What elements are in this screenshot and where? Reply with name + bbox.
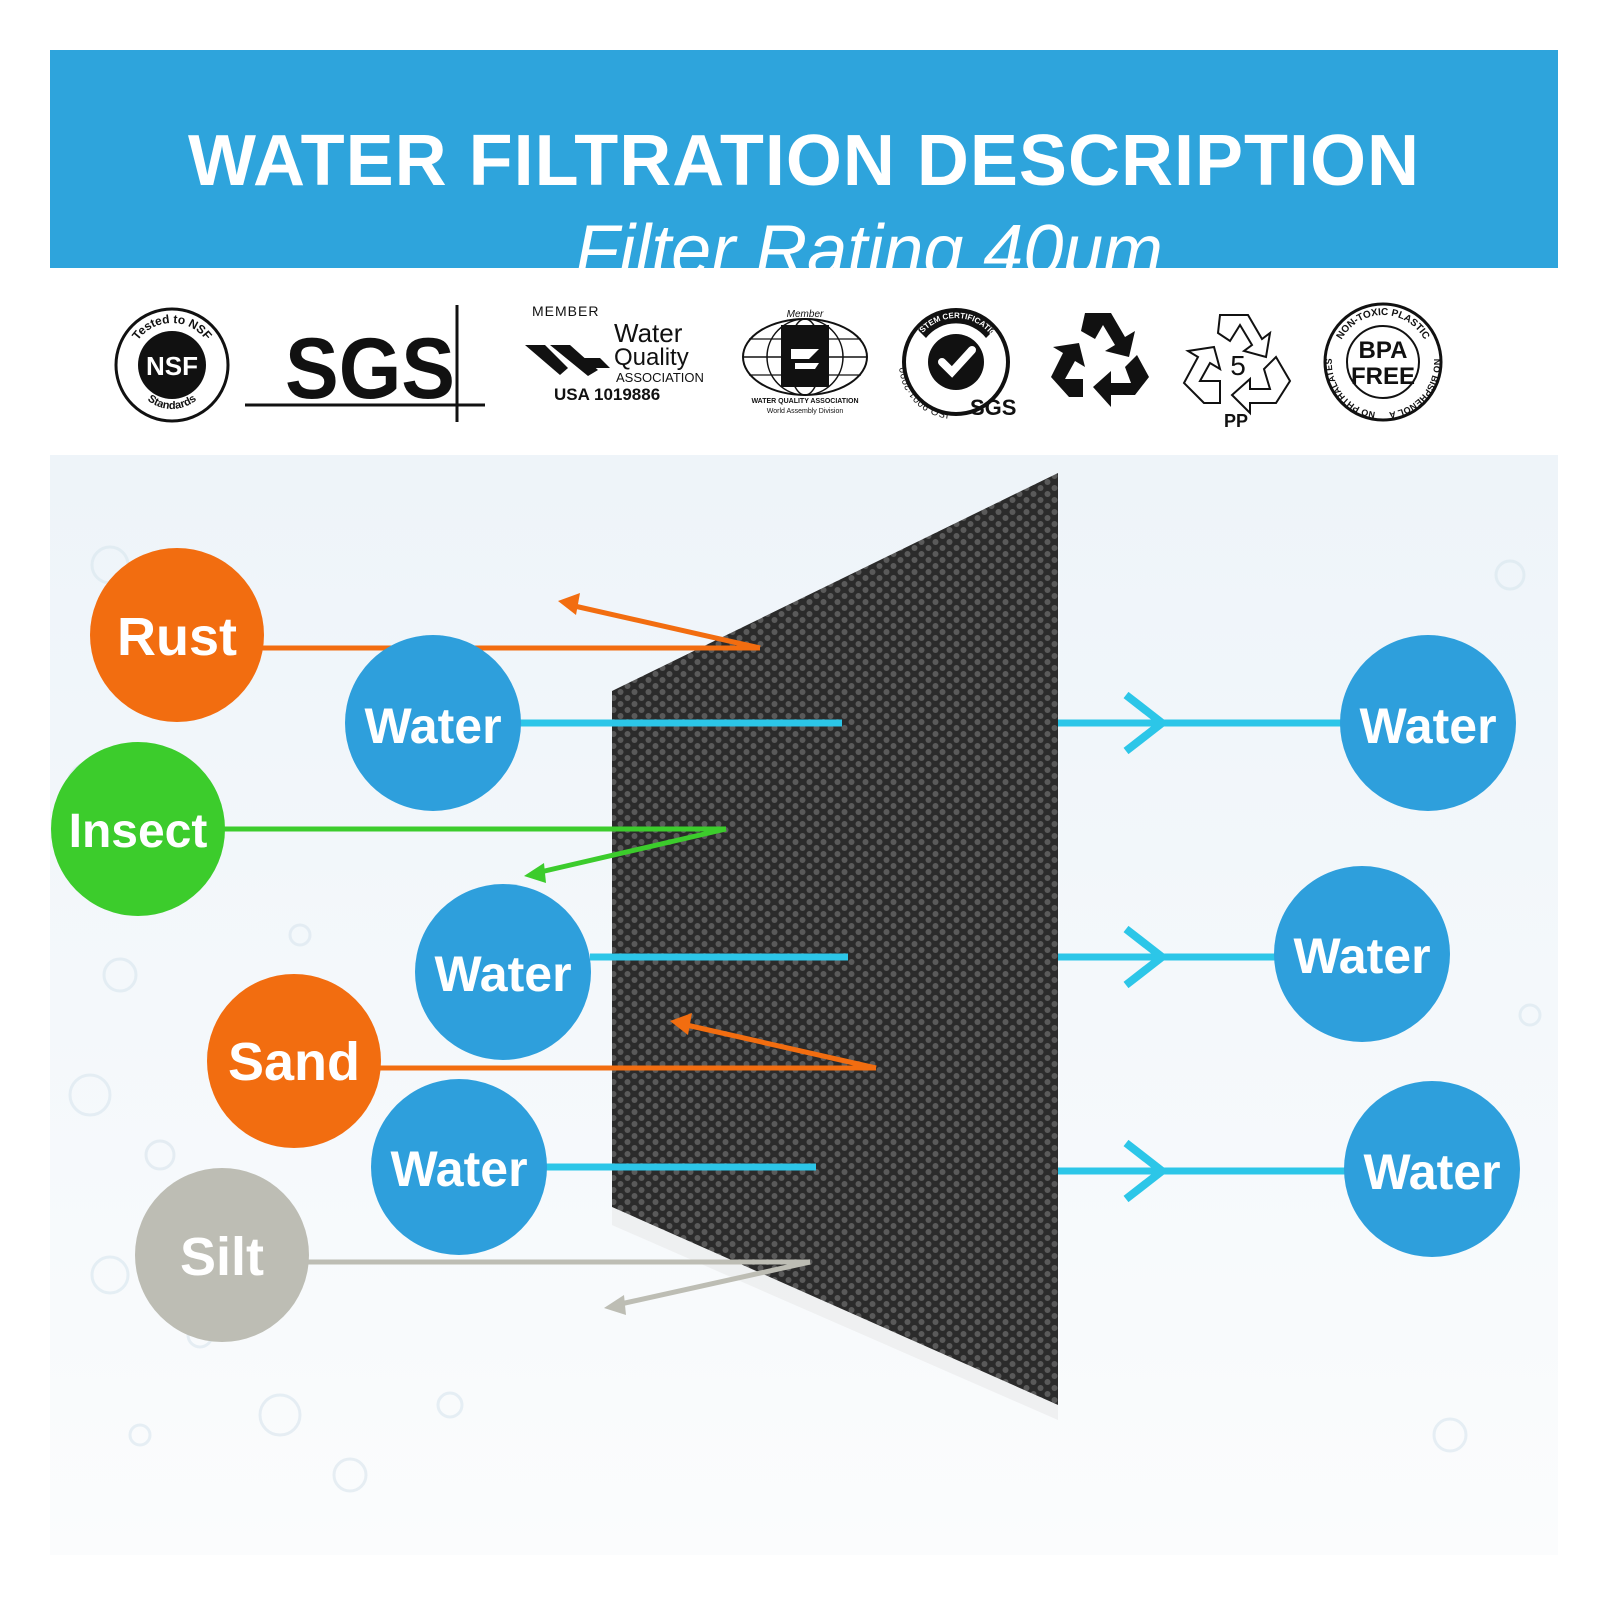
sand-label: Sand (228, 1032, 360, 1092)
sgs-logo: SGS (245, 305, 485, 422)
wqa-globe-caption1: WATER QUALITY ASSOCIATION (751, 398, 858, 405)
water-arrowhead-3 (1123, 1139, 1169, 1203)
sand-path (380, 1013, 877, 1071)
wqa-water: Water (614, 318, 683, 348)
bpa-center-bottom: FREE (1351, 363, 1415, 390)
water-right-2-label: Water (1293, 928, 1430, 984)
pp-recycle-icon: 5 PP (1182, 314, 1292, 430)
insect-label: Insect (69, 805, 208, 858)
sgs-text: SGS (285, 321, 455, 417)
filter-mesh-panel (612, 473, 1058, 1405)
water-arrowhead-2 (1123, 925, 1169, 989)
water-arrowhead-1 (1123, 691, 1169, 755)
recycle-icon (1051, 313, 1149, 407)
insect-bounce-arrowhead (524, 863, 546, 883)
sand-bounce-arrowhead (670, 1013, 692, 1035)
water-circle-left-1: Water (345, 635, 521, 811)
water-right-3-label: Water (1363, 1144, 1500, 1200)
wqa-number: USA 1019886 (554, 385, 660, 404)
silt-path (305, 1259, 811, 1315)
water-circle-left-2: Water (415, 884, 591, 1060)
filtration-diagram: Rust Water Insect Water Sand Water Silt … (50, 455, 1558, 1555)
rust-path (260, 593, 761, 651)
water-left-2-label: Water (434, 946, 571, 1002)
insect-path (220, 826, 727, 883)
nsf-ring-bottom: Standards (145, 393, 198, 412)
rust-circle: Rust (90, 548, 264, 722)
water-left-3-label: Water (390, 1141, 527, 1197)
header-banner: WATER FILTRATION DESCRIPTION Filter Rati… (50, 50, 1558, 291)
water-circle-left-3: Water (371, 1079, 547, 1255)
silt-circle: Silt (135, 1168, 309, 1342)
wqa-quality: Quality (614, 344, 689, 371)
water-flow-3 (546, 1139, 1355, 1203)
water-flow-1 (520, 691, 1350, 755)
iso-sgs-brand: SGS (970, 395, 1016, 420)
rust-bounce-arrowhead (558, 593, 580, 615)
pp-number: 5 (1230, 350, 1246, 381)
wqa-globe-member: Member (787, 309, 824, 320)
filter-rating-subtitle: Filter Rating 40μm (50, 210, 1558, 292)
water-left-1-label: Water (364, 698, 501, 754)
insect-circle: Insect (51, 742, 225, 916)
sand-circle: Sand (207, 974, 381, 1148)
pp-label: PP (1224, 411, 1248, 430)
water-circle-right-2: Water (1274, 866, 1450, 1042)
bpa-center-top: BPA (1359, 337, 1408, 364)
silt-bounce-arrowhead (604, 1295, 626, 1315)
wqa-globe-logo: Member WATER QUALITY ASSOCIATION World A… (742, 309, 868, 415)
water-right-1-label: Water (1359, 698, 1496, 754)
water-circle-right-1: Water (1340, 635, 1516, 811)
wqa-association: ASSOCIATION (616, 370, 704, 385)
page-title: WATER FILTRATION DESCRIPTION (188, 121, 1420, 201)
nsf-center: NSF (146, 351, 198, 381)
iso-sgs-badge: SYSTEM CERTIFICATION ISO 9001:2000 SGS (898, 308, 1016, 420)
silt-label: Silt (180, 1227, 264, 1287)
wqa-member: MEMBER (532, 303, 599, 319)
water-flow-2 (590, 925, 1290, 989)
water-circle-right-3: Water (1344, 1081, 1520, 1257)
wqa-logo: MEMBER Water Quality ASSOCIATION USA 101… (525, 303, 704, 404)
filter-rating-text: Filter Rating 40μm (575, 211, 1163, 291)
wqa-globe-caption2: World Assembly Division (767, 408, 844, 415)
nsf-badge: Tested to NSF Standards NSF (114, 307, 230, 423)
rust-label: Rust (117, 607, 237, 667)
bpa-free-badge: NON-TOXIC PLASTIC NO PHTHALATES NO BISPH… (1323, 302, 1443, 422)
